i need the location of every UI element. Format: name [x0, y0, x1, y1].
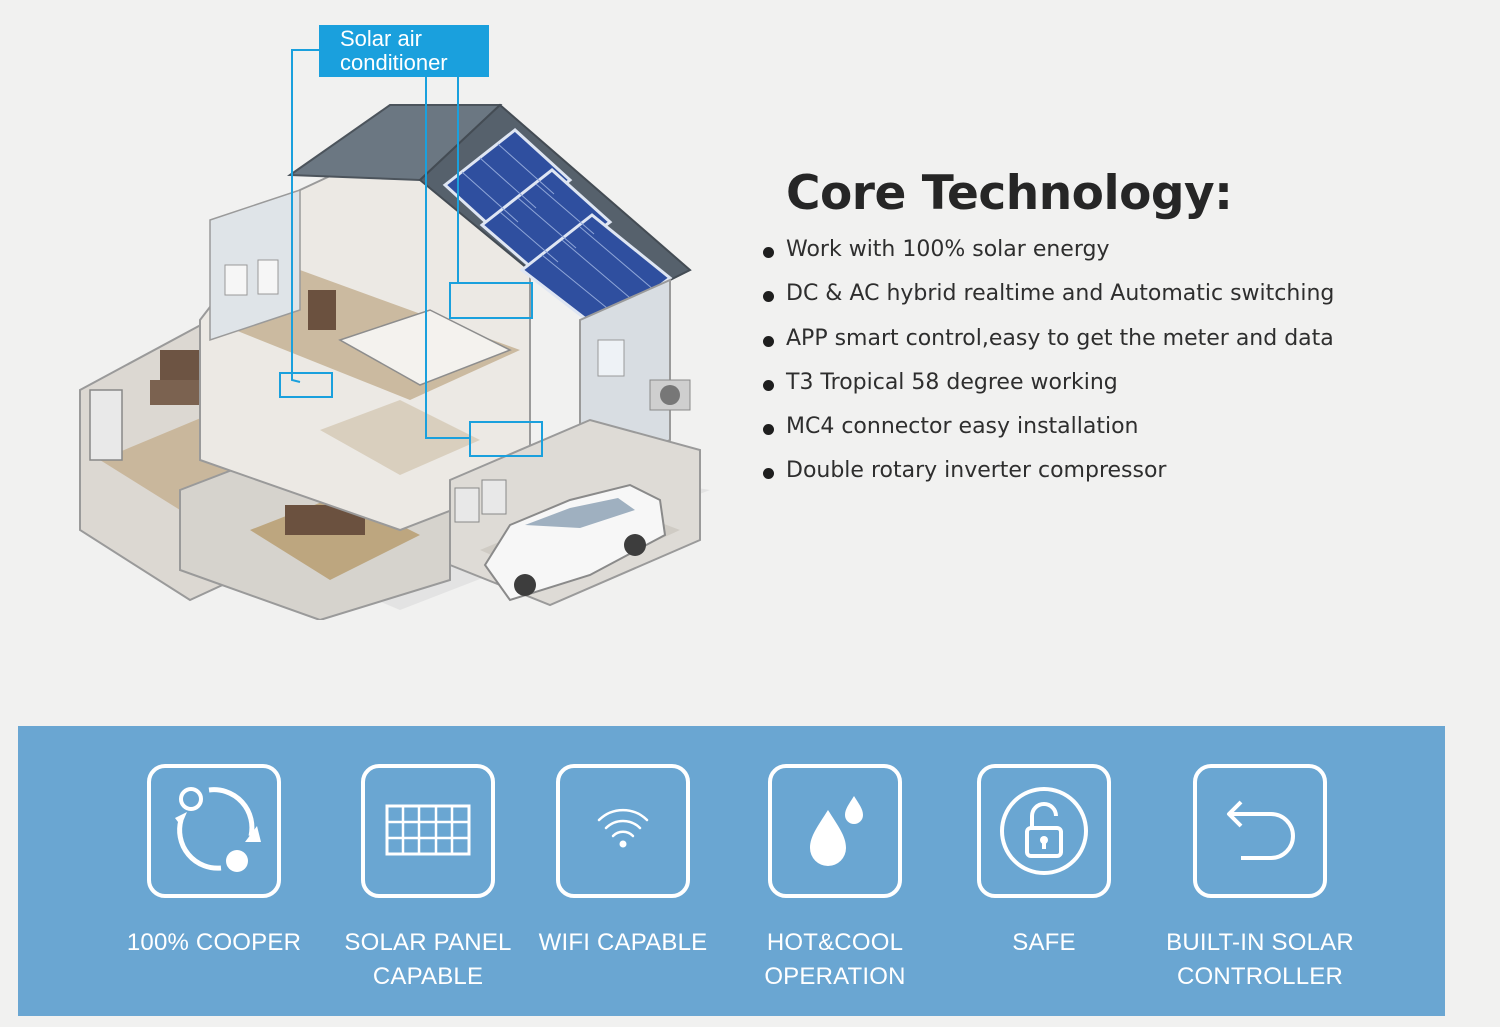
feature-copper: 100% COOPER [99, 726, 329, 1016]
core-technology-item: APP smart control,easy to get the meter … [760, 323, 1334, 367]
core-technology-item: Work with 100% solar energy [760, 234, 1334, 278]
core-technology-item: T3 Tropical 58 degree working [760, 367, 1334, 411]
padlock-icon [977, 764, 1111, 898]
feature-solar-panel: SOLAR PANEL CAPABLE [313, 726, 543, 1016]
feature-label: WIFI CAPABLE [538, 929, 708, 956]
feature-label: BUILT-IN SOLAR CONTROLLER [1166, 929, 1354, 990]
solar-panel-icon [361, 764, 495, 898]
cycle-icon [147, 764, 281, 898]
return-arrow-icon [1193, 764, 1327, 898]
feature-label: HOT&COOL OPERATION [764, 929, 906, 990]
feature-wifi: WIFI CAPABLE [508, 726, 738, 1016]
house-cutaway-illustration [79, 49, 710, 620]
feature-solar-controller: BUILT-IN SOLAR CONTROLLER [1145, 726, 1375, 1016]
solar-air-conditioner-callout: Solar air conditioner [319, 25, 489, 77]
core-technology-item: Double rotary inverter compressor [760, 455, 1334, 499]
core-technology-item: DC & AC hybrid realtime and Automatic sw… [760, 278, 1334, 322]
callout-line-1: Solar air [340, 26, 422, 51]
core-technology-item: MC4 connector easy installation [760, 411, 1334, 455]
callout-line-2: conditioner [340, 50, 448, 75]
feature-band: 100% COOPER SOLAR PANEL CAPABLE [18, 726, 1445, 1016]
feature-label: SAFE [1012, 929, 1076, 956]
feature-label: 100% COOPER [126, 929, 302, 956]
wifi-icon [556, 764, 690, 898]
feature-safe: SAFE [929, 726, 1159, 1016]
core-technology-title: Core Technology: [786, 166, 1233, 221]
core-technology-list: Work with 100% solar energy DC & AC hybr… [760, 234, 1334, 500]
feature-hot-cool: HOT&COOL OPERATION [720, 726, 950, 1016]
feature-label: SOLAR PANEL CAPABLE [344, 929, 512, 990]
car-illustration [483, 483, 667, 602]
water-drops-icon [768, 764, 902, 898]
